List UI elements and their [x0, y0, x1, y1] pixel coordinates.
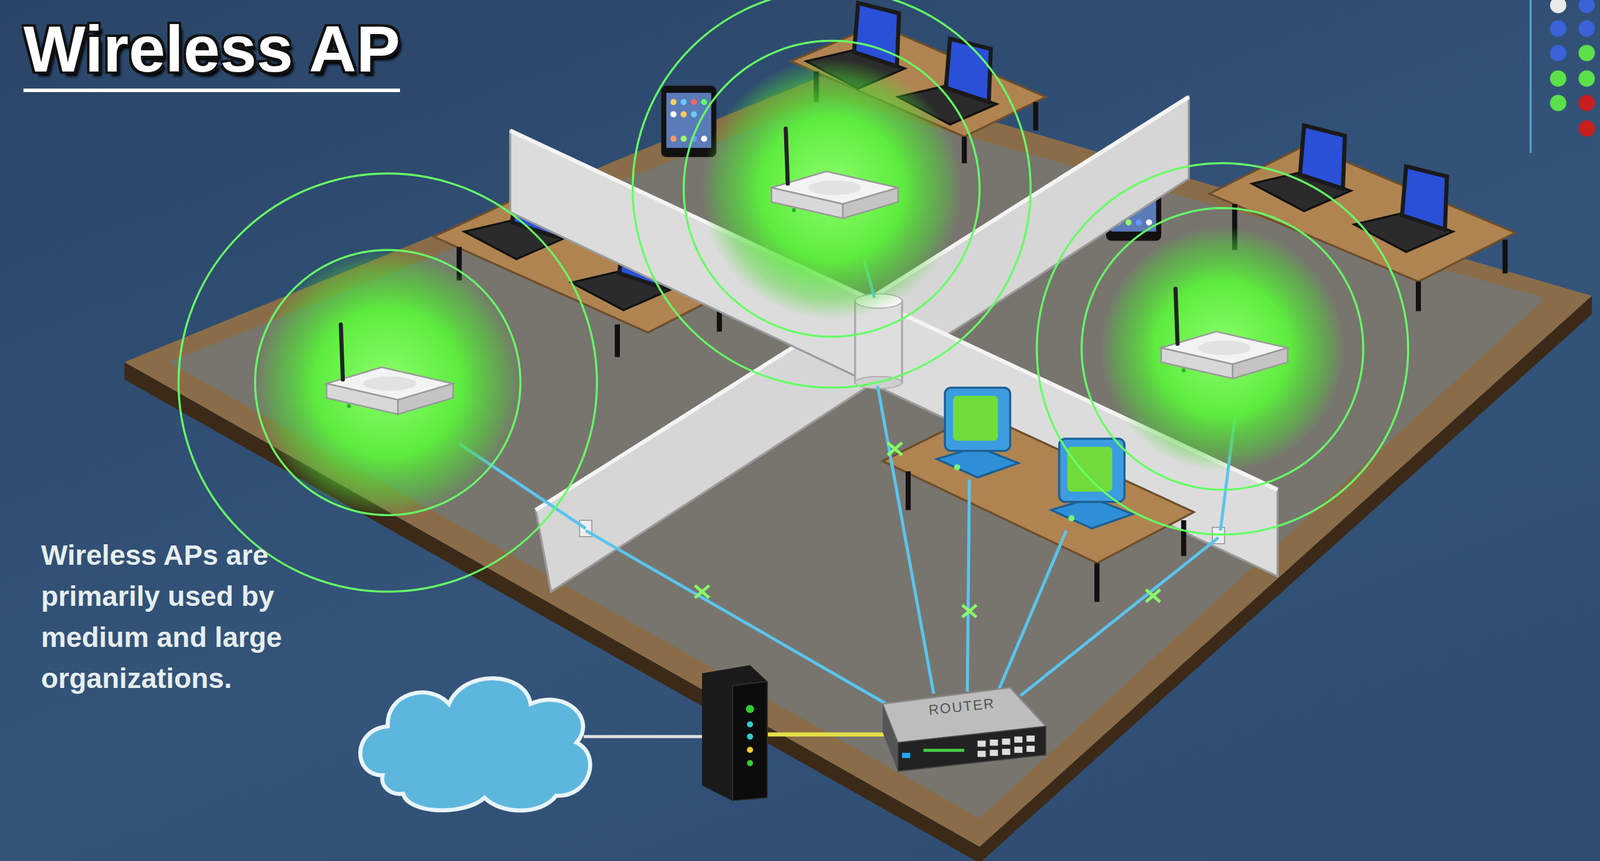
wireless-ap-part	[700, 58, 962, 320]
internet-cloud	[360, 678, 591, 810]
device-label-box: ROUTER	[909, 692, 1015, 721]
router-part	[882, 703, 898, 772]
cable-marker-part	[887, 442, 903, 456]
progress-dots-part	[1578, 120, 1595, 137]
wireless-ap-part	[1100, 226, 1346, 471]
desktop-pc	[1051, 438, 1133, 529]
laptop	[1354, 166, 1454, 253]
cable-marker	[695, 442, 1161, 618]
router	[882, 687, 1046, 772]
network-cable-part	[1020, 537, 1219, 697]
router-part-part	[990, 739, 999, 746]
progress-dots-part	[1578, 70, 1595, 87]
desk-part	[1033, 102, 1039, 131]
slide-title: Wireless AP	[23, 12, 400, 93]
desk-part	[961, 136, 968, 164]
wireless-ap-part	[771, 128, 898, 219]
network-cable-part	[877, 385, 934, 694]
router-part	[902, 753, 911, 759]
modem-part	[746, 704, 755, 714]
progress-dots-part	[1550, 45, 1567, 62]
router-part	[897, 726, 1046, 772]
device-label: ROUTER	[927, 695, 996, 719]
tablet	[660, 85, 717, 158]
modem-part	[747, 746, 754, 753]
wireless-ap-part	[1036, 163, 1409, 535]
cable	[583, 734, 704, 738]
router-part-part	[977, 750, 986, 757]
wireless-ap	[632, 0, 1032, 388]
wireless-ap-part	[252, 248, 522, 518]
floor	[124, 73, 1592, 861]
note-text: Wireless APs are primarily used by mediu…	[41, 534, 370, 700]
modem-part	[747, 721, 754, 728]
cable-marker-part	[962, 604, 977, 618]
floor-part	[168, 97, 1547, 819]
modem-part	[702, 665, 768, 801]
desk-part	[1502, 239, 1508, 274]
router-part-part	[1026, 735, 1035, 742]
progress-dots-part	[1578, 0, 1595, 14]
wireless-ap-part	[1081, 208, 1364, 490]
wireless-ap-part	[1161, 288, 1288, 379]
cable-marker-part	[1146, 589, 1161, 602]
modem-part	[747, 733, 754, 740]
modem	[702, 665, 768, 801]
progress-dots-part	[1578, 20, 1595, 37]
router-part-part	[1026, 745, 1035, 752]
wireless-ap-part	[178, 173, 597, 592]
network-cable-part	[967, 479, 969, 692]
cable	[767, 732, 886, 737]
desk-part	[1181, 520, 1187, 557]
wireless-ap-part	[683, 41, 981, 337]
wireless-ap	[1036, 163, 1409, 535]
floor-part	[124, 73, 1592, 847]
router-part-part	[990, 749, 999, 756]
progress-dots-part	[1550, 20, 1567, 37]
router-part-part	[923, 748, 965, 752]
router-part-part	[1014, 746, 1023, 753]
modem-part	[747, 760, 754, 766]
wireless-ap-part	[326, 324, 454, 415]
cable-marker-part	[695, 585, 710, 598]
progress-dots-part	[1550, 70, 1567, 87]
progress-dots-part	[1578, 95, 1595, 112]
router-part-part	[977, 740, 986, 747]
router-part-part	[1001, 748, 1010, 755]
router-part	[977, 735, 1035, 758]
desk-part	[1415, 281, 1422, 311]
modem-part	[732, 681, 768, 802]
progress-dots-part	[1529, 0, 1532, 154]
progress-dots	[1530, 0, 1596, 154]
router-part-part	[1014, 736, 1023, 743]
wireless-ap	[178, 173, 597, 592]
wireless-ap-part	[632, 0, 1032, 388]
internet-cloud-part	[360, 678, 591, 810]
progress-dots-part	[1550, 0, 1567, 14]
progress-dots-part	[1578, 45, 1595, 62]
desktop-pc	[936, 387, 1019, 478]
router-part	[923, 748, 965, 752]
desk-part	[1094, 563, 1100, 602]
progress-dots-part	[1550, 95, 1567, 112]
desk-part	[905, 471, 911, 511]
router-part-part	[1001, 738, 1010, 745]
desk-part	[614, 324, 620, 358]
wireless-ap-part	[255, 249, 521, 515]
